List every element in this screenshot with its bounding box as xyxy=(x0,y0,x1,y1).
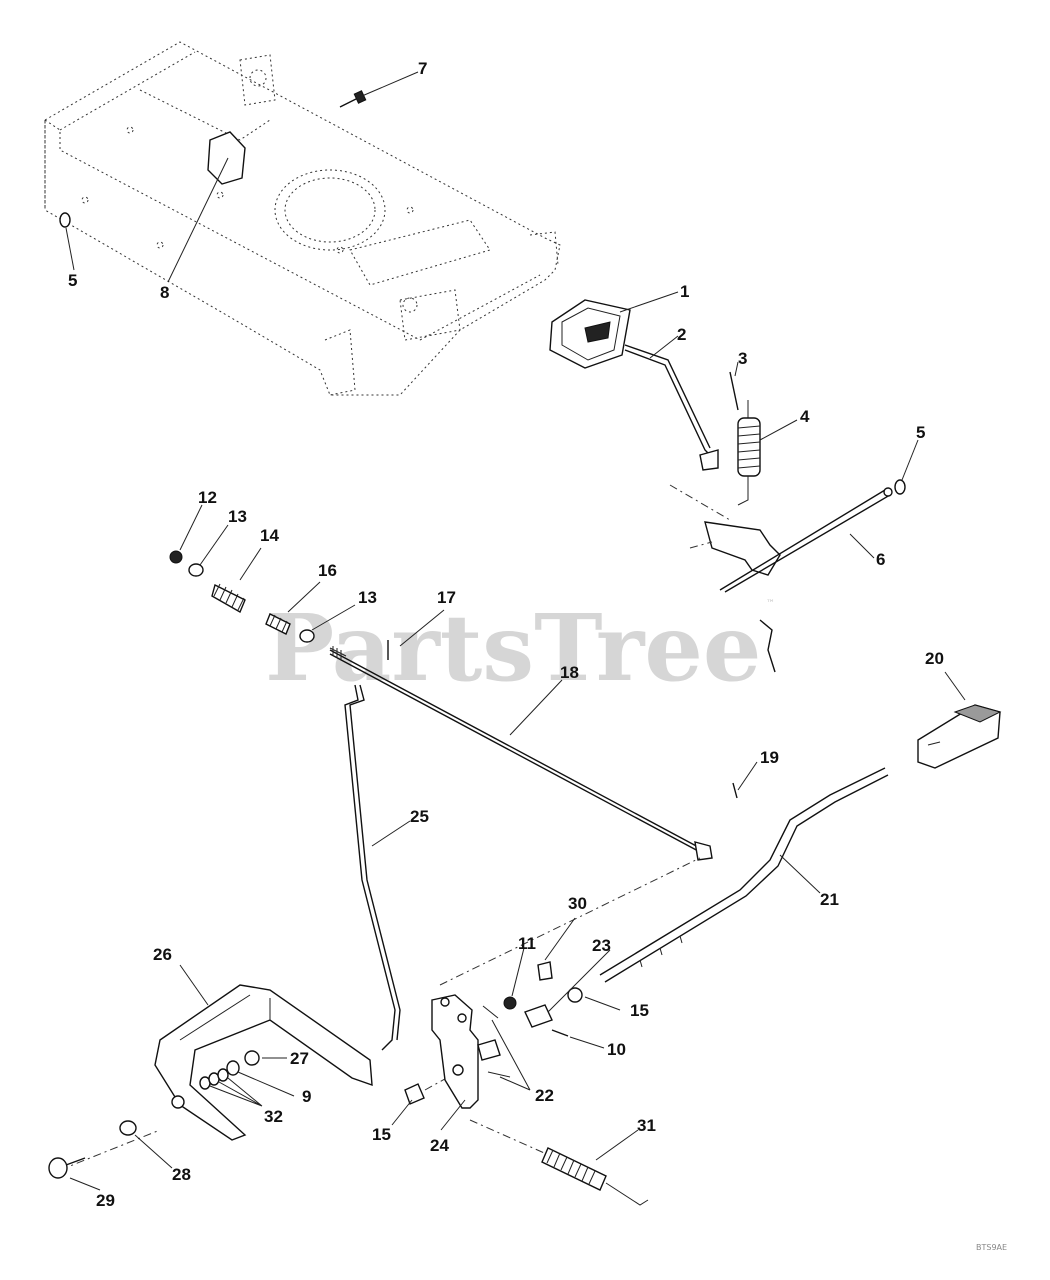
drawing-code: BTS9AE xyxy=(976,1243,1007,1252)
callout-20: 20 xyxy=(925,649,944,668)
part-13-washer-b xyxy=(299,629,315,643)
part-30-clip xyxy=(537,961,553,981)
part-28-washer xyxy=(119,1120,137,1136)
part-3-pin xyxy=(729,371,739,411)
leader-lines xyxy=(65,71,966,1191)
part-6-shaft xyxy=(669,484,893,593)
callout-5-right: 5 xyxy=(916,423,925,442)
part-4-spring xyxy=(737,400,761,506)
part-10-bolt xyxy=(551,1029,569,1037)
callout-11: 11 xyxy=(518,934,536,953)
part-23-bracket xyxy=(524,1004,553,1028)
callout-5-left: 5 xyxy=(68,271,77,290)
washer-stack xyxy=(199,1060,240,1090)
alignment-line-a xyxy=(439,857,701,986)
callout-19: 19 xyxy=(760,748,779,767)
part-8-pad xyxy=(207,131,246,185)
part-31-spring-cable xyxy=(541,1147,649,1206)
callout-10: 10 xyxy=(607,1040,626,1059)
part-9-washer xyxy=(226,1060,240,1076)
callout-12: 12 xyxy=(198,488,217,507)
spring-stack xyxy=(169,550,389,660)
callout-22: 22 xyxy=(535,1086,554,1105)
part-2-pedal-arm xyxy=(624,349,716,461)
callout-2: 2 xyxy=(677,325,686,344)
part-16-spring xyxy=(265,613,291,635)
callout-26: 26 xyxy=(153,945,172,964)
part-27-nut xyxy=(244,1050,260,1066)
callout-16: 16 xyxy=(318,561,337,580)
part-22-pin-b xyxy=(487,1071,511,1078)
part-22-pin-a xyxy=(482,1005,499,1019)
part-11-nut xyxy=(503,996,517,1010)
callout-13-top: 13 xyxy=(228,507,247,526)
watermark-trademark: ™ xyxy=(766,599,775,609)
callout-6: 6 xyxy=(876,550,885,569)
callout-18: 18 xyxy=(560,663,579,682)
alignment-line-c xyxy=(469,1119,561,1161)
part-25-rod xyxy=(344,684,401,1051)
callout-15-upper: 15 xyxy=(630,1001,649,1020)
link-rod-end xyxy=(759,619,776,673)
callout-labels: 1 2 3 4 5 5 6 7 8 9 10 11 12 13 13 14 15… xyxy=(68,59,944,1210)
part-13-washer-a xyxy=(188,563,204,577)
part-12-nut xyxy=(169,550,183,564)
callout-27: 27 xyxy=(290,1049,309,1068)
tractor-frame xyxy=(44,41,561,396)
part-5-clip-left xyxy=(59,212,71,228)
callout-4: 4 xyxy=(800,407,810,426)
callout-8: 8 xyxy=(160,283,169,302)
callout-30: 30 xyxy=(568,894,587,913)
part-15-bushing-lower xyxy=(404,1083,425,1105)
callout-9: 9 xyxy=(302,1087,311,1106)
callout-29: 29 xyxy=(96,1191,115,1210)
part-26-bracket xyxy=(154,984,373,1141)
part-18-rod xyxy=(329,646,713,861)
callout-31: 31 xyxy=(637,1116,656,1135)
callout-21: 21 xyxy=(820,890,839,909)
part-32-washer-c xyxy=(217,1068,229,1082)
callout-3: 3 xyxy=(738,349,747,368)
callout-14: 14 xyxy=(260,526,279,545)
callout-32: 32 xyxy=(264,1107,283,1126)
callout-1: 1 xyxy=(680,282,689,301)
part-21-lever xyxy=(599,767,889,983)
callout-25: 25 xyxy=(410,807,429,826)
callout-24: 24 xyxy=(430,1136,449,1155)
part-29-bolt xyxy=(48,1157,86,1179)
part-14-spring xyxy=(211,583,246,614)
brake-pedal-assembly xyxy=(549,299,906,673)
callout-15-lower: 15 xyxy=(372,1125,391,1144)
callout-17: 17 xyxy=(437,588,456,607)
part-20-grip xyxy=(917,704,1002,769)
alignment-line-d xyxy=(59,1129,161,1171)
part-15-bushing-upper xyxy=(567,987,583,1003)
callout-13-lower: 13 xyxy=(358,588,377,607)
watermark-text: PartsTree xyxy=(265,594,761,702)
part-5-clip-right xyxy=(894,479,906,495)
callout-23: 23 xyxy=(592,936,611,955)
callout-7: 7 xyxy=(418,59,427,78)
callout-28: 28 xyxy=(172,1165,191,1184)
part-24-bracket xyxy=(431,994,501,1109)
part-19-pin xyxy=(732,782,738,799)
